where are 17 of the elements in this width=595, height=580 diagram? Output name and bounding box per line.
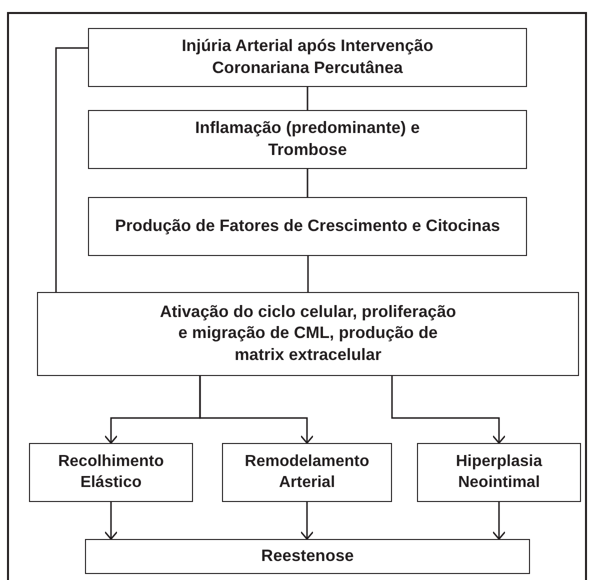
connector-line [306, 169, 308, 197]
arrow [391, 376, 506, 444]
arrow [492, 502, 506, 540]
process-box: Ativação do ciclo celular, proliferação e migração de CML, produção de matrix extracelular [37, 292, 579, 376]
process-box: Remodelamento Arterial [222, 443, 392, 502]
connector-line [55, 47, 88, 292]
process-box: Produção de Fatores de Crescimento e Citocinas [88, 197, 527, 256]
arrow [199, 376, 314, 444]
process-box: Reestenose [85, 539, 530, 574]
connector-line [306, 87, 308, 110]
process-box: Inflamação (predominante) e Trombose [88, 110, 527, 169]
process-box: Hiperplasia Neointimal [417, 443, 581, 502]
arrow [104, 502, 118, 540]
arrow [300, 502, 314, 540]
process-box: Recolhimento Elástico [29, 443, 193, 502]
connector-line [307, 256, 309, 292]
process-box: Injúria Arterial após Intervenção Coronariana Percutânea [88, 28, 527, 87]
